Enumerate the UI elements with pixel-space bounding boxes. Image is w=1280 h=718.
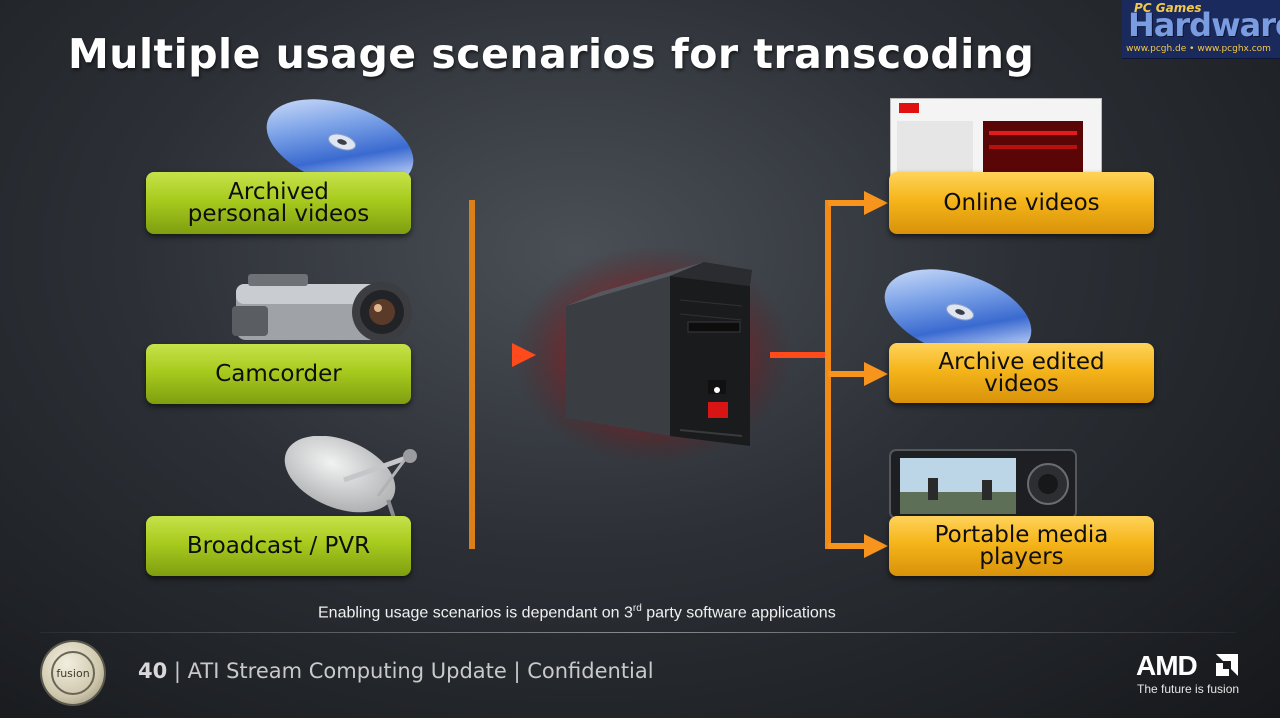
output-box-archive-edited-videos: Archive edited videos (889, 343, 1154, 403)
output-box-online-videos: Online videos (889, 172, 1154, 234)
video-thumbnail-panel (897, 121, 973, 177)
pcgh-watermark: Hardware PC Games www.pcgh.de • www.pcgh… (1122, 0, 1280, 59)
camcorder-icon (232, 274, 412, 342)
slide-title: Multiple usage scenarios for transcoding (68, 30, 1035, 78)
video-site-logo (899, 103, 919, 113)
dvd-disc-icon (266, 99, 414, 184)
page-number: 40 (138, 659, 168, 683)
arrow-output-2 (864, 362, 888, 386)
source-box-camcorder: Camcorder (146, 344, 411, 404)
watermark-brand: Hardware (1128, 6, 1280, 44)
fusion-logo: fusion (42, 642, 104, 704)
fusion-logo-text: fusion (51, 651, 95, 695)
source-box-broadcast-pvr: Broadcast / PVR (146, 516, 411, 576)
footnote-superscript: rd (632, 603, 642, 614)
amd-logo: AMD (1136, 650, 1198, 681)
output-label: Archive edited (938, 349, 1105, 375)
footnote-text-end: party software applications (641, 604, 836, 622)
satellite-dish-icon (284, 436, 417, 525)
video-website-screenshot (890, 98, 1102, 184)
amd-arrow-icon (1216, 654, 1238, 676)
pc-tower-icon (566, 262, 752, 446)
output-label: players (979, 544, 1064, 570)
source-label: Archived (228, 179, 329, 205)
watermark-urls: www.pcgh.de • www.pcghx.com (1126, 44, 1271, 54)
amd-tagline: The future is fusion (1137, 682, 1240, 696)
source-label: personal videos (187, 201, 370, 227)
footer-divider (40, 632, 1236, 633)
arrow-output-1 (864, 191, 888, 215)
output-label: videos (984, 371, 1059, 397)
video-player (983, 121, 1083, 181)
source-label: Camcorder (215, 361, 342, 387)
source-label: Broadcast / PVR (186, 533, 371, 559)
footnote-text: Enabling usage scenarios is dependant on… (318, 604, 633, 622)
watermark-brand-top: PC Games (1134, 1, 1202, 15)
source-box-archived-videos: Archived personal videos (146, 172, 411, 234)
footnote: Enabling usage scenarios is dependant on… (318, 603, 836, 622)
slide-footer: 40 | ATI Stream Computing Update | Confi… (138, 659, 654, 683)
dvd-disc-icon (884, 269, 1032, 354)
arrow-output-3 (864, 534, 888, 558)
arrow-to-pc (512, 343, 536, 367)
footer-text: | ATI Stream Computing Update | Confiden… (167, 659, 654, 683)
output-label: Portable media (934, 522, 1109, 548)
output-label: Online videos (943, 190, 1100, 216)
media-player-icon (889, 449, 1077, 519)
output-box-portable-media-players: Portable media players (889, 516, 1154, 576)
